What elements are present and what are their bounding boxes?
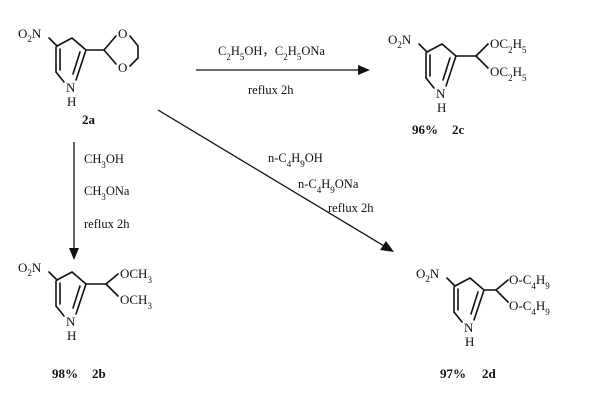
svg-text:N: N [436,86,446,101]
svg-text:O2N: O2N [18,26,42,44]
methoxy-label: OCH3 [120,266,152,285]
reagents-to-2c: C2H5OH，C2H5ONa [218,44,325,62]
nitro-bond [48,271,58,281]
yield-2c: 96% [412,122,438,137]
ethoxy-label: OC2H5 [490,36,527,55]
ring-bond [473,289,485,321]
ring-bond [453,311,463,323]
arrow-to-2b [69,142,79,260]
nitro-bond [446,277,456,287]
nitro-bond [48,37,58,47]
svg-text:N: N [66,314,76,329]
ring-double-bond [442,57,451,81]
ring-bond [75,283,87,315]
ring-bond [55,305,65,317]
svg-text:H: H [437,100,446,115]
nitro-bond [418,43,428,53]
conditions-to-2b: reflux 2h [84,217,130,231]
ethoxy-label: OC2H5 [490,64,527,83]
compound-2d: O2N N H O-C4H9 O-C4H9 [416,266,550,349]
conditions-to-2c: reflux 2h [248,83,294,97]
butoxy-label: O-C4H9 [509,272,550,291]
acetal-bond [105,283,119,297]
svg-text:H: H [465,334,474,349]
svg-text:H: H [67,328,76,343]
base-to-2d: n-C4H9ONa [298,177,359,195]
ring-bond [56,271,87,285]
compound-id-2a: 2a [82,112,96,127]
ring-double-bond [470,291,479,315]
methoxy-label: OCH3 [120,292,152,311]
compound-2b: O2N N H OCH3 OCH3 [18,260,152,343]
compound-id-2c: 2c [452,122,465,137]
dioxolane-bond [129,35,139,47]
base-to-2b: CH3ONa [84,184,130,202]
svg-text:O2N: O2N [416,266,440,284]
ring-bond [454,277,485,291]
compound-id-2d: 2d [482,366,497,381]
dioxolane-bond [103,49,117,65]
acetal-bond [495,279,509,291]
conditions-to-2d: reflux 2h [328,201,374,215]
svg-text:O2N: O2N [18,260,42,278]
dioxolane-bond [103,35,117,51]
arrow-to-2d [157,109,394,252]
arrow-to-2c [196,65,370,75]
ring-bond [445,55,457,87]
dioxolane-bond [129,57,139,67]
solvent-to-2d: n-C4H9OH [268,151,323,169]
acetal-bond [105,273,119,285]
ring-bond [56,37,87,51]
nitro-label: O [18,26,27,41]
solvent-to-2b: CH3OH [84,152,124,170]
svg-text:N: N [464,320,474,335]
compound-2a: O2N N H O O [18,26,139,109]
butoxy-label: O-C4H9 [509,298,550,317]
acetal-bond [475,55,489,69]
compound-id-2b: 2b [92,366,106,381]
acetal-bond [475,43,489,57]
ring-bond [55,71,65,83]
nh-label: N [66,80,76,95]
acetal-bond [495,289,509,303]
ring-bond [75,49,87,81]
yield-2d: 97% [440,366,466,381]
oxygen-label: O [118,26,127,41]
h-label: H [67,94,76,109]
ring-double-bond [72,285,81,309]
svg-text:O2N: O2N [388,32,412,50]
compound-2c: O2N N H OC2H5 OC2H5 [388,32,527,115]
ring-double-bond [72,51,81,75]
ring-bond [426,43,457,57]
oxygen-label: O [118,60,127,75]
yield-2b: 98% [52,366,78,381]
ring-bond [425,77,435,89]
